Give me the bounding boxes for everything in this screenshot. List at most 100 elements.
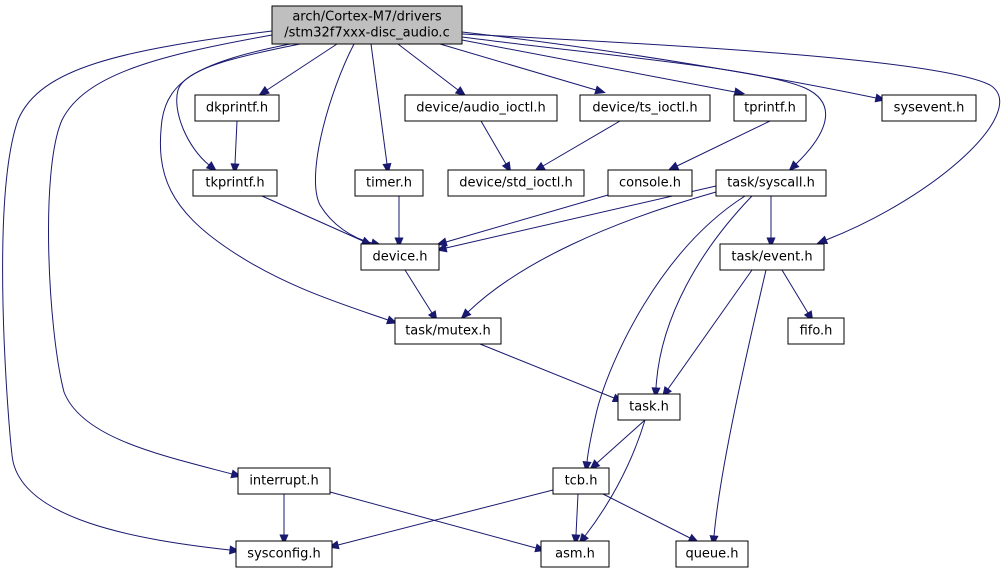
edge-arrowhead: [571, 534, 581, 546]
edge-root-to-sysconfig: [2, 30, 273, 555]
edge-arrowhead: [436, 237, 448, 247]
edge-line: [461, 33, 1001, 241]
node-console[interactable]: console.h: [607, 169, 693, 197]
edge-syscall-to-mutex: [460, 191, 717, 320]
node-audio-ioctl[interactable]: device/audio_ioctl.h: [404, 94, 558, 122]
node-mutex-label: task/mutex.h: [405, 324, 491, 339]
edge-line: [461, 36, 826, 165]
node-tcb[interactable]: tcb.h: [552, 467, 610, 495]
edge-device-to-mutex: [404, 269, 438, 322]
node-tprintf[interactable]: tprintf.h: [733, 94, 807, 122]
edges-layer: [2, 30, 1001, 555]
edge-arrowhead: [435, 243, 448, 253]
edge-arrowhead: [582, 461, 592, 473]
edge-event-to-task: [662, 269, 753, 398]
node-interrupt[interactable]: interrupt.h: [237, 467, 331, 495]
edge-arrowhead: [651, 387, 661, 399]
node-timer[interactable]: timer.h: [354, 169, 424, 197]
node-tkprintf-label: tkprintf.h: [205, 176, 264, 191]
node-syscall-label: task/syscall.h: [727, 176, 815, 191]
edge-line: [596, 419, 646, 464]
edge-arrowhead: [766, 237, 776, 249]
edge-line: [445, 194, 609, 243]
edge-syscall-to-event: [766, 196, 776, 249]
edge-console-to-device: [436, 194, 609, 247]
edge-interrupt-to-asm: [329, 491, 546, 553]
node-console-label: console.h: [619, 176, 681, 191]
edge-root-to-syscall: [461, 36, 826, 172]
edge-interrupt-to-sysconfig: [279, 494, 289, 546]
edge-line: [234, 120, 238, 165]
node-timer-label: timer.h: [366, 176, 412, 191]
edge-arrowhead: [501, 161, 512, 173]
edge-line: [370, 43, 388, 165]
edge-line: [713, 269, 767, 537]
node-device-label: device.h: [372, 250, 427, 265]
node-root-label-line2: /stm32f7xxx-disc_audio.c: [284, 26, 449, 41]
edge-arrowhead: [382, 162, 392, 175]
edge-mutex-to-task: [479, 343, 624, 403]
node-ts-ioctl[interactable]: device/ts_ioctl.h: [579, 94, 711, 122]
edge-line: [676, 120, 771, 167]
edge-line: [48, 34, 273, 475]
edge-arrowhead: [258, 85, 270, 96]
edge-root-to-mutex: [159, 43, 398, 325]
edge-event-to-queue: [709, 269, 767, 547]
edge-line: [655, 195, 753, 389]
edge-root-to-ts_ioctl: [439, 43, 606, 95]
edge-line: [337, 489, 554, 546]
edge-line: [404, 269, 433, 314]
node-fifo[interactable]: fifo.h: [787, 317, 845, 345]
node-std-ioctl[interactable]: device/std_ioctl.h: [447, 169, 585, 197]
node-dkprintf[interactable]: dkprintf.h: [194, 94, 280, 122]
node-fifo-label: fifo.h: [800, 324, 833, 339]
edge-line: [542, 120, 621, 167]
edge-line: [439, 43, 597, 91]
edge-root-to-event: [461, 33, 1001, 245]
node-sysevent[interactable]: sysevent.h: [881, 94, 977, 122]
node-interrupt-label: interrupt.h: [249, 474, 318, 489]
node-tkprintf[interactable]: tkprintf.h: [192, 169, 278, 197]
edge-arrowhead: [279, 534, 289, 546]
edge-arrowhead: [589, 459, 601, 470]
edge-line: [586, 195, 746, 463]
edge-line: [667, 269, 753, 390]
edge-line: [781, 269, 809, 314]
node-queue-label: queue.h: [685, 547, 738, 562]
node-event[interactable]: task/event.h: [719, 243, 825, 271]
edge-arrowhead: [394, 237, 404, 249]
edge-line: [584, 419, 646, 537]
edge-timer-to-device: [394, 196, 404, 249]
edge-ts_ioctl-to-std_ioctl: [534, 120, 621, 172]
edge-arrowhead: [205, 161, 217, 172]
node-queue[interactable]: queue.h: [675, 540, 749, 568]
node-device[interactable]: device.h: [360, 243, 440, 271]
node-task-label: task.h: [629, 400, 669, 415]
node-tcb-label: tcb.h: [565, 474, 598, 489]
edge-tprintf-to-console: [667, 120, 771, 171]
edge-root-to-timer: [370, 43, 392, 175]
node-mutex[interactable]: task/mutex.h: [394, 317, 502, 345]
edge-arrowhead: [788, 160, 800, 172]
edge-tkprintf-to-device: [261, 195, 373, 246]
edge-line: [480, 120, 507, 165]
edge-line: [176, 43, 301, 166]
edge-syscall-to-task: [651, 195, 753, 399]
edge-line: [575, 493, 579, 536]
node-dkprintf-label: dkprintf.h: [206, 101, 268, 116]
node-asm-label: asm.h: [555, 547, 595, 562]
node-sysconfig[interactable]: sysconfig.h: [235, 540, 333, 568]
node-task[interactable]: task.h: [617, 393, 681, 421]
edge-root-to-audio_ioctl: [397, 43, 467, 97]
nodes-layer: arch/Cortex-M7/drivers /stm32f7xxx-disc_…: [192, 5, 977, 568]
node-asm[interactable]: asm.h: [540, 540, 610, 568]
edge-root-to-tkprintf: [176, 43, 301, 172]
edge-event-to-fifo: [781, 269, 814, 322]
node-syscall[interactable]: task/syscall.h: [715, 169, 827, 197]
edge-line: [314, 43, 373, 244]
node-root[interactable]: arch/Cortex-M7/drivers /stm32f7xxx-disc_…: [271, 5, 463, 45]
edge-line: [261, 195, 364, 242]
edge-arrowhead: [230, 163, 240, 175]
node-event-label: task/event.h: [731, 250, 812, 265]
edge-root-to-device: [314, 43, 382, 248]
